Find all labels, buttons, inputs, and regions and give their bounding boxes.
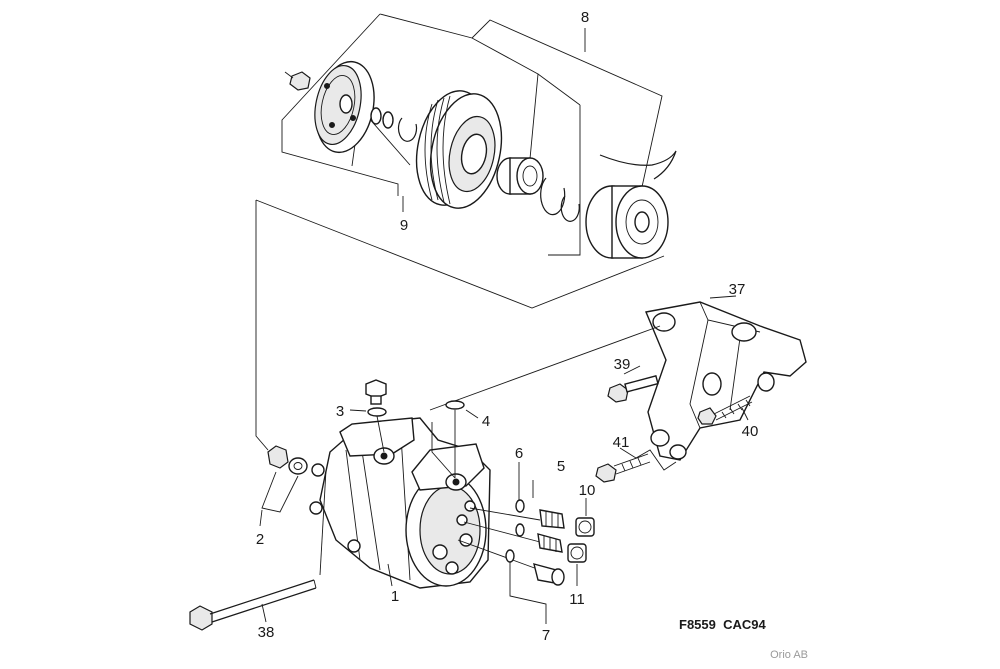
reference-code: F8559 CAC94 (679, 617, 766, 632)
callout-3: 3 (336, 403, 344, 420)
leader-7 (509, 562, 547, 624)
pulley-bearing (496, 157, 544, 195)
washer-4 (431, 400, 479, 479)
service-valve-5b (537, 533, 563, 553)
leader-4 (465, 409, 479, 419)
o-ring-6a (515, 499, 525, 513)
shim-washer-1 (370, 107, 382, 125)
leader-40 (741, 407, 749, 421)
leader-2-frame (261, 471, 299, 513)
mounting-bracket (645, 295, 807, 461)
bolt-38 (189, 469, 327, 631)
callout-1: 1 (391, 588, 399, 605)
group-frame-left (281, 13, 399, 196)
callout-5: 5 (557, 458, 565, 475)
bolt-40 (697, 395, 753, 425)
service-valve-5a (539, 509, 565, 529)
group-frame-right (471, 19, 663, 197)
credit-watermark: Orio AB (770, 649, 808, 661)
callout-41: 41 (613, 434, 630, 451)
callout-39: 39 (614, 356, 631, 373)
cap-10 (575, 498, 595, 537)
leader-41 (619, 447, 677, 471)
bushings-2 (259, 445, 308, 527)
group-frame-step (537, 73, 581, 106)
hub-nut (284, 71, 311, 91)
group-frame-step2 (548, 105, 581, 256)
field-coil (585, 150, 677, 259)
o-ring-6b (515, 523, 525, 537)
callout-40: 40 (742, 423, 759, 440)
callout-9: 9 (400, 217, 408, 234)
callout-37: 37 (729, 281, 746, 298)
group-frame-mid (379, 13, 539, 181)
clutch-pulley (415, 90, 503, 209)
callout-8: 8 (581, 9, 589, 26)
callout-4: 4 (482, 413, 490, 430)
leader-2 (259, 509, 263, 527)
shim-washer-2 (382, 111, 394, 129)
snap-ring-front (397, 117, 418, 142)
snap-ring-mid (540, 177, 566, 216)
leader-37 (709, 295, 737, 299)
valve-7 (533, 563, 565, 586)
group-frame-down (255, 200, 269, 451)
bolt-38-axis (319, 469, 327, 576)
leader-1 (387, 563, 393, 587)
leader-3 (349, 409, 367, 412)
alignment-line (429, 325, 661, 411)
clutch-assembly-group (255, 13, 677, 451)
field-coil-wire (599, 150, 677, 180)
callout-38: 38 (258, 624, 275, 641)
bolt-41 (595, 447, 677, 483)
clutch-front-plate (314, 60, 375, 154)
snap-ring-rear (560, 195, 580, 222)
callout-labels: 8 9 37 39 40 41 3 4 6 5 10 2 1 11 38 7 (256, 9, 759, 644)
callout-10: 10 (579, 482, 596, 499)
callout-2: 2 (256, 531, 264, 548)
o-ring-7 (505, 549, 515, 563)
leader-38 (261, 603, 267, 623)
bolt-39 (607, 365, 659, 403)
callout-6: 6 (515, 445, 523, 462)
compressor-body (309, 417, 491, 589)
valve-assembly (457, 462, 595, 624)
callout-11: 11 (569, 591, 585, 608)
group-frame-bottom (255, 199, 665, 309)
cap-11 (567, 543, 587, 586)
bolt-3 (349, 379, 387, 453)
callout-7: 7 (542, 627, 550, 644)
